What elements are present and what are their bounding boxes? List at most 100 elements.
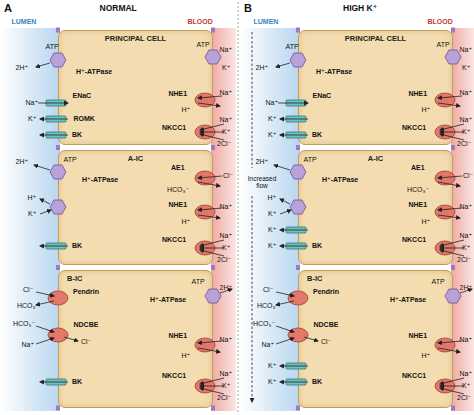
ion-label: K⁺ bbox=[268, 242, 276, 250]
ion-label: Na⁺ bbox=[220, 232, 233, 240]
panel-art bbox=[274, 28, 472, 411]
ion-label: ATP bbox=[304, 156, 317, 164]
transporter-label: NKCC1 bbox=[402, 124, 426, 132]
compartment-label: BLOOD bbox=[428, 18, 453, 26]
ion-label: K⁺ bbox=[462, 382, 470, 390]
ion-label: Na⁺ bbox=[460, 370, 473, 378]
transporter-label: Pendrin bbox=[313, 288, 339, 296]
transporter-label: AE1 bbox=[411, 164, 425, 172]
ion-label: K⁺ bbox=[462, 244, 470, 252]
cell-box: PRINCIPAL CELL bbox=[298, 30, 453, 145]
ion-label: HCO₃⁻ bbox=[253, 320, 275, 328]
panel-art bbox=[34, 28, 232, 411]
transporter-label: NHE1 bbox=[169, 332, 188, 340]
ion-label: ATP bbox=[197, 41, 210, 49]
ion-label: K⁺ bbox=[462, 128, 470, 136]
ion-label: K⁺ bbox=[268, 210, 276, 218]
ion-label: HCO₃⁻ bbox=[167, 186, 189, 194]
ion-label: K⁺ bbox=[222, 128, 230, 136]
tight-junction bbox=[211, 265, 215, 270]
compartment-label: LUMEN bbox=[12, 18, 37, 26]
ion-label: 2H⁺ bbox=[16, 158, 29, 166]
transporter-label: BK bbox=[312, 378, 322, 386]
ion-label: HCO₃⁻ bbox=[257, 302, 279, 310]
tight-junction bbox=[56, 265, 60, 270]
transporter-label: NDCBE bbox=[314, 321, 339, 329]
transporter-label: H⁺-ATPase bbox=[150, 296, 186, 304]
ion-label: 2Cl⁻ bbox=[217, 140, 231, 148]
ion-label: 2H⁺ bbox=[220, 284, 233, 292]
lumen-zone bbox=[0, 28, 60, 411]
ion-label: H⁺ bbox=[28, 194, 37, 202]
ion-label: Na⁺ bbox=[460, 232, 473, 240]
transporter-label: H⁺-ATPase bbox=[76, 68, 112, 76]
transporter-label: H⁺-ATPase bbox=[82, 176, 118, 184]
tight-junction bbox=[211, 28, 215, 33]
panel-heading: HIGH K⁺ bbox=[343, 3, 377, 13]
tight-junction bbox=[211, 145, 215, 150]
ion-label: Na⁺ bbox=[220, 46, 233, 54]
ion-label: H⁺ bbox=[182, 352, 191, 360]
transporter-label: NHE1 bbox=[409, 90, 428, 98]
ion-label: Cl⁻ bbox=[321, 338, 331, 346]
ion-label: HCO₃⁻ bbox=[407, 186, 429, 194]
ion-label: K⁺ bbox=[222, 382, 230, 390]
transporter-label: ENaC bbox=[313, 92, 332, 100]
cell-title: PRINCIPAL CELL bbox=[299, 34, 452, 43]
ion-label: K⁺ bbox=[28, 115, 36, 123]
transporter-label: BK bbox=[72, 131, 82, 139]
cell-title: PRINCIPAL CELL bbox=[59, 34, 212, 43]
compartment-label: LUMEN bbox=[254, 18, 279, 26]
ion-label: 2H⁺ bbox=[256, 64, 269, 72]
ion-label: K⁺ bbox=[222, 64, 230, 72]
ion-label: HCO₃⁻ bbox=[13, 320, 35, 328]
transporter-label: NKCC1 bbox=[402, 236, 426, 244]
ion-label: Na⁺ bbox=[266, 99, 279, 107]
ion-label: ATP bbox=[46, 43, 59, 51]
transporter-label: NHE1 bbox=[169, 90, 188, 98]
panel-letter: A bbox=[4, 2, 12, 14]
cell-title: A-IC bbox=[59, 154, 212, 163]
compartment-label: BLOOD bbox=[188, 18, 213, 26]
ion-label: Na⁺ bbox=[220, 370, 233, 378]
ion-label: Na⁺ bbox=[220, 203, 233, 211]
ion-label: K⁺ bbox=[462, 64, 470, 72]
transporter-label: NKCC1 bbox=[162, 124, 186, 132]
ion-label: Na⁺ bbox=[460, 89, 473, 97]
transporter-label: NKCC1 bbox=[162, 372, 186, 380]
ion-label: Na⁺ bbox=[22, 341, 35, 349]
lumen-zone bbox=[240, 28, 300, 411]
ion-label: K⁺ bbox=[268, 131, 276, 139]
transporter-label: NKCC1 bbox=[162, 236, 186, 244]
ion-label: 2Cl⁻ bbox=[217, 256, 231, 264]
ion-label: Cl⁻ bbox=[23, 286, 33, 294]
ion-label: K⁺ bbox=[268, 115, 276, 123]
ion-label: Na⁺ bbox=[460, 116, 473, 124]
transporter-label: BK bbox=[72, 378, 82, 386]
ion-label: 2Cl⁻ bbox=[457, 256, 471, 264]
ion-label: K⁺ bbox=[268, 378, 276, 386]
transporter-label: AE1 bbox=[171, 164, 185, 172]
ion-label: K⁺ bbox=[268, 362, 276, 370]
transporter-label: NKCC1 bbox=[402, 372, 426, 380]
ion-label: Cl⁻ bbox=[463, 172, 473, 180]
ion-label: Cl⁻ bbox=[223, 172, 233, 180]
transporter-label: Pendrin bbox=[73, 288, 99, 296]
ion-label: H⁺ bbox=[268, 194, 277, 202]
flow-arrow bbox=[252, 32, 253, 402]
cell-title: B-IC bbox=[67, 274, 82, 283]
ion-label: Na⁺ bbox=[460, 203, 473, 211]
panel-divider bbox=[238, 2, 239, 413]
blood-zone bbox=[211, 28, 236, 411]
ion-label: K⁺ bbox=[222, 244, 230, 252]
transporter-label: NHE1 bbox=[409, 201, 428, 209]
cell-box: PRINCIPAL CELL bbox=[58, 30, 213, 145]
ion-label: 2Cl⁻ bbox=[457, 140, 471, 148]
transporter-label: NDCBE bbox=[74, 321, 99, 329]
ion-label: K⁺ bbox=[28, 210, 36, 218]
transporter-label: NHE1 bbox=[409, 332, 428, 340]
tight-junction bbox=[211, 406, 215, 411]
transporter-label: NHE1 bbox=[169, 201, 188, 209]
ion-label: H⁺ bbox=[182, 106, 191, 114]
